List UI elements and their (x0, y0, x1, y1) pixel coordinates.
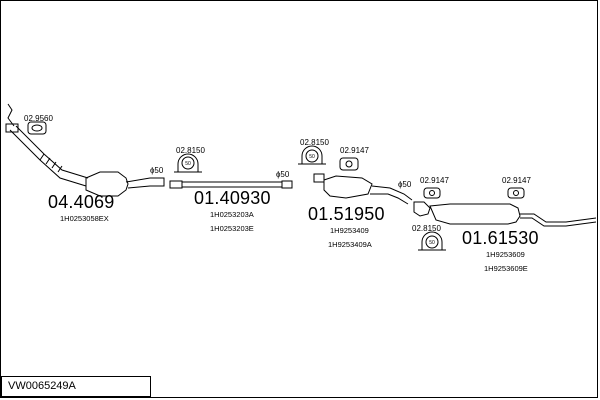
hanger-a-label: 02.9147 (340, 146, 369, 155)
part-code: 1H9253409 (330, 226, 369, 235)
part-number: 01.51950 (308, 204, 385, 224)
clamp-c-label: 02.8150 (412, 224, 441, 233)
part-code: 1H0253058EX (60, 214, 109, 223)
rear-silencer (413, 201, 597, 227)
clamp-b-badge: 50 (309, 154, 315, 160)
clamp-c-badge: 50 (429, 240, 435, 246)
diameter-label-2: ɸ50 (276, 170, 290, 179)
clamp-b-label: 02.8150 (300, 138, 329, 147)
hanger-b-label: 02.9147 (420, 176, 449, 185)
part-code: 1H9253409A (328, 240, 372, 249)
hanger-a (339, 157, 359, 171)
part-code: 1H9253609E (484, 264, 528, 273)
middle-pipe (169, 180, 293, 189)
diameter-label-3: ɸ50 (398, 180, 412, 189)
gasket-top-label: 02.9560 (24, 114, 53, 123)
clamp-b (298, 145, 326, 165)
hanger-c (507, 187, 525, 199)
part-code: 1H0253203E (210, 224, 254, 233)
diameter-label-1: ɸ50 (150, 166, 164, 175)
front-pipe (5, 103, 89, 187)
clamp-a (174, 153, 202, 173)
reference-box: VW0065249A (1, 376, 151, 397)
catalytic-converter (85, 171, 165, 197)
clamp-c (418, 231, 446, 251)
part-number: 01.61530 (462, 228, 539, 248)
part-number: 01.40930 (194, 188, 271, 208)
reference-code: VW0065249A (8, 380, 76, 392)
hanger-c-label: 02.9147 (502, 176, 531, 185)
hanger-b (423, 187, 441, 199)
clamp-a-label: 02.8150 (176, 146, 205, 155)
center-silencer (313, 173, 413, 205)
part-code: 1H9253609 (486, 250, 525, 259)
part-number: 04.4069 (48, 192, 115, 212)
clamp-a-badge: 50 (185, 161, 191, 167)
gasket-top (27, 121, 47, 135)
part-code: 1H0253203A (210, 210, 254, 219)
